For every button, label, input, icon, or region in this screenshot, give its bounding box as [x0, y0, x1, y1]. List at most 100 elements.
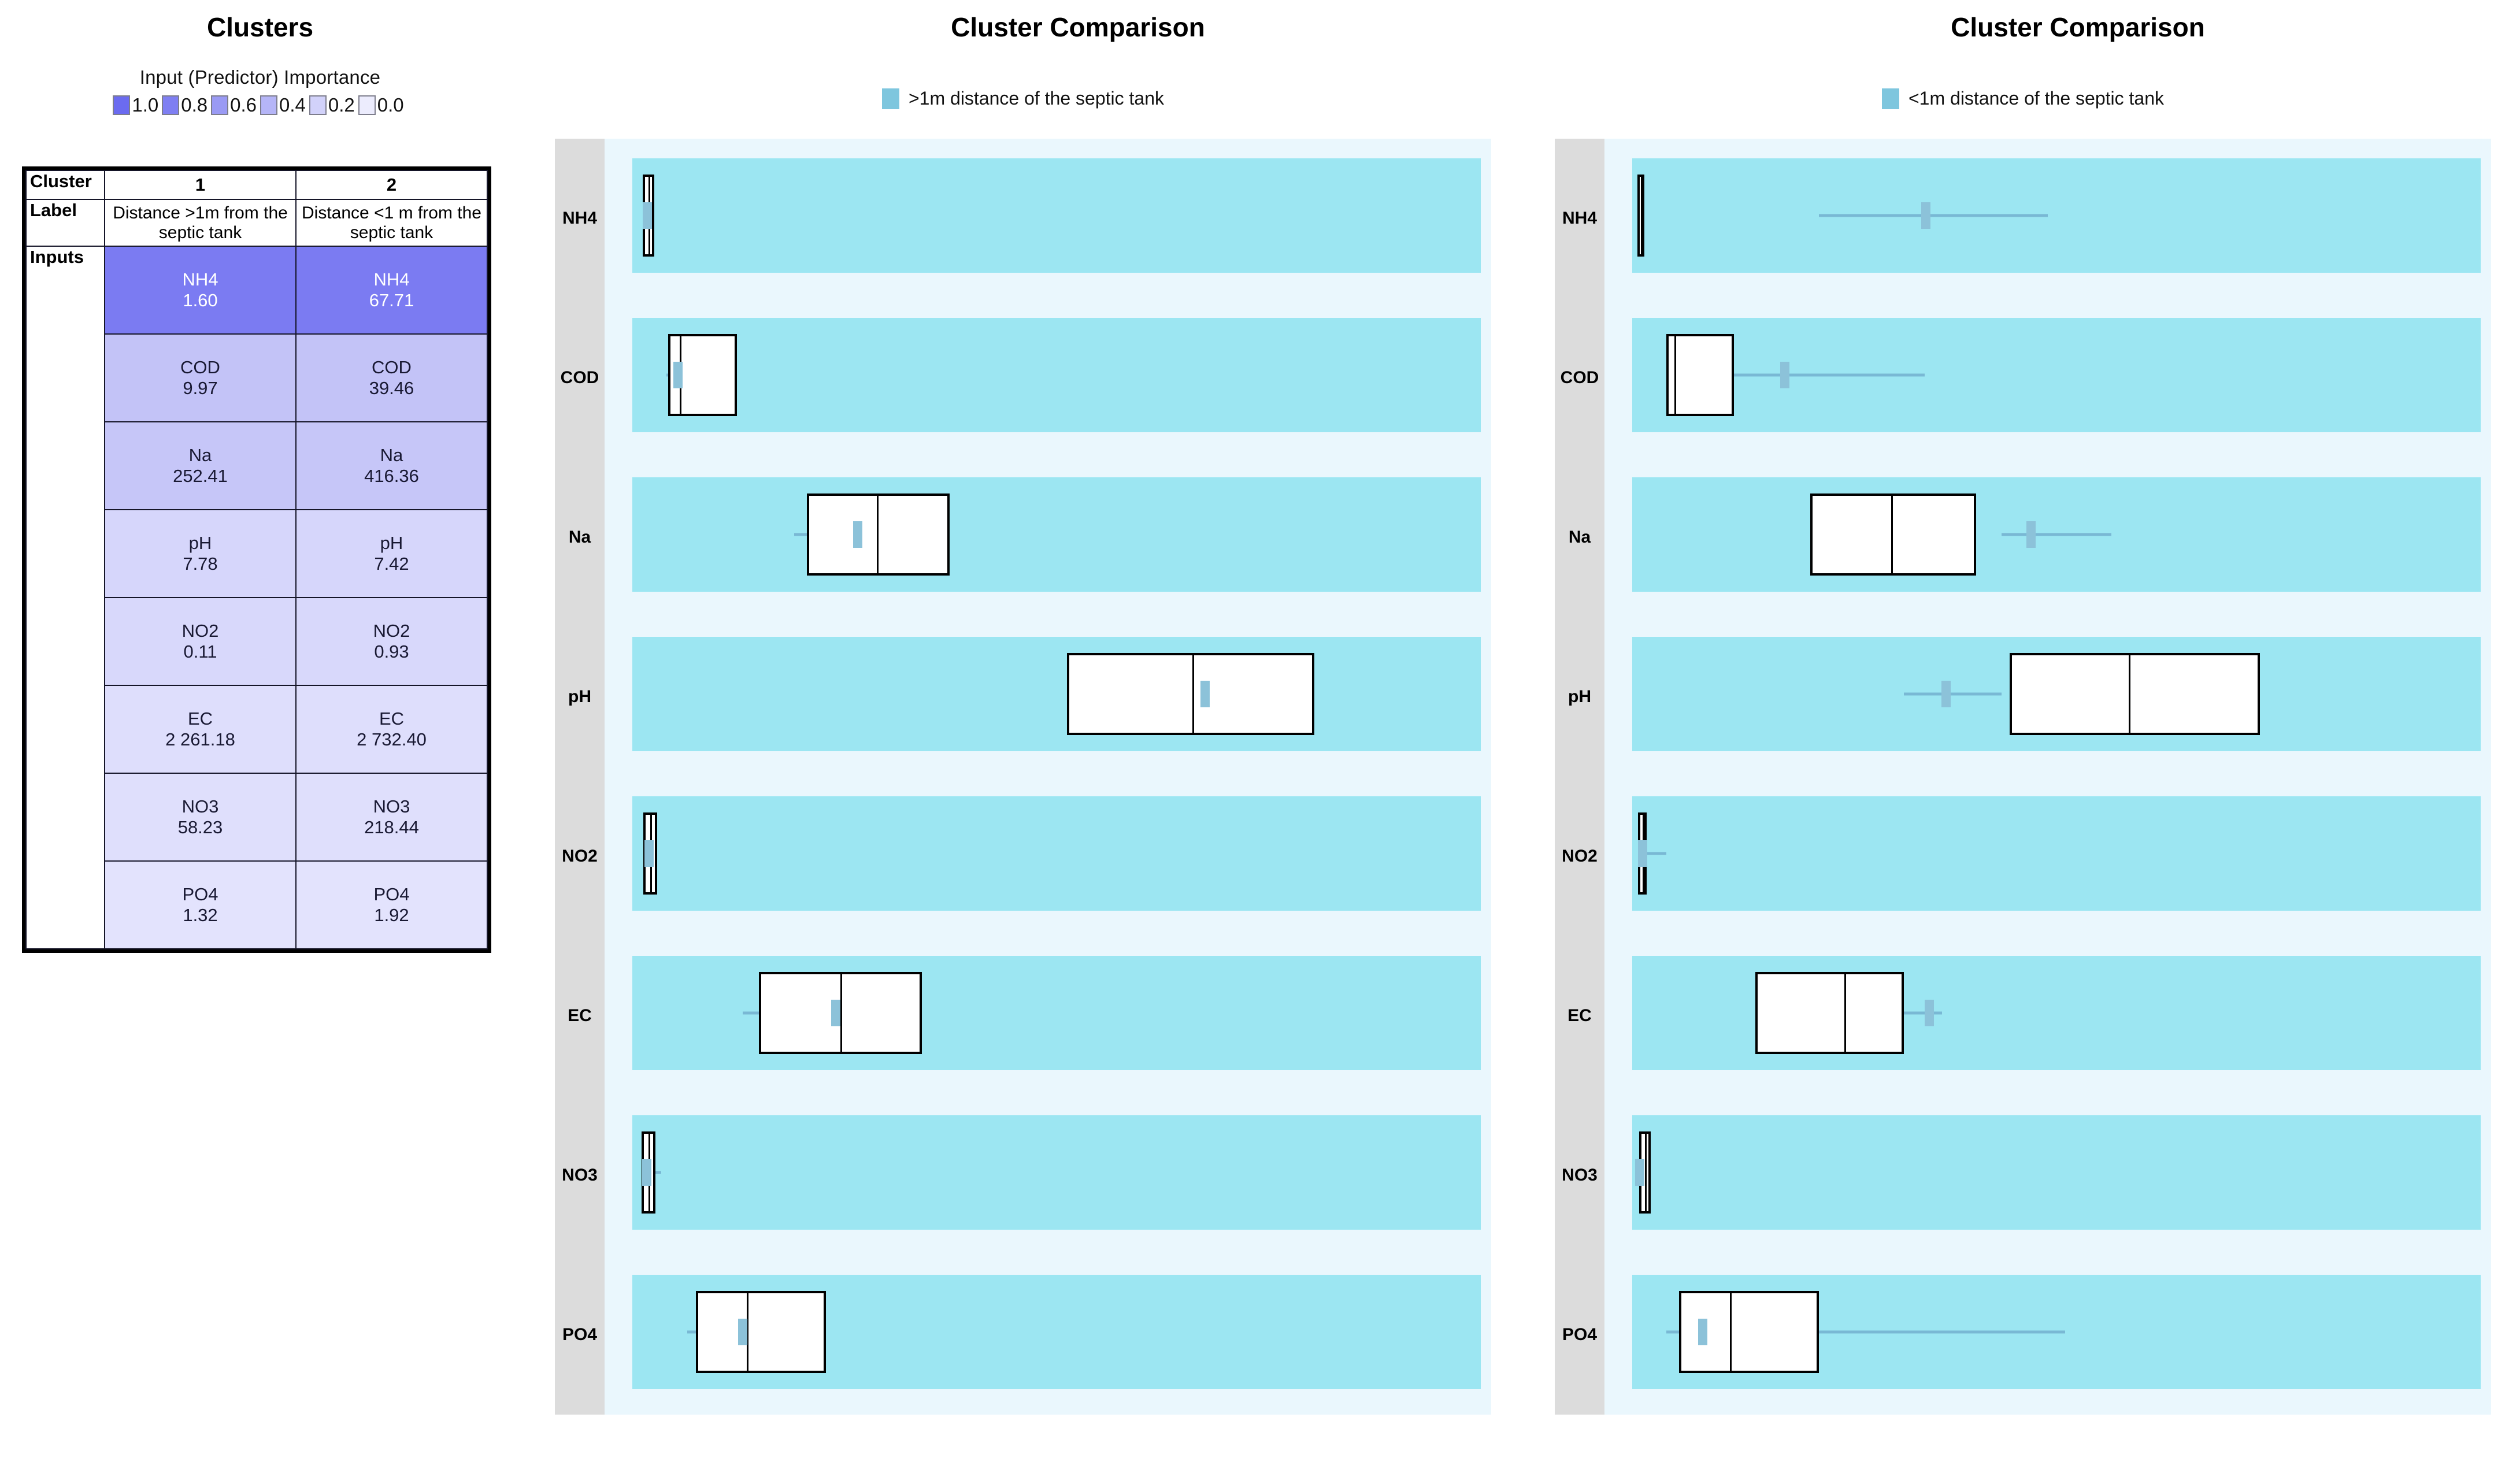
- input-value: 252.41: [173, 466, 228, 487]
- importance-swatch-icon: [211, 95, 229, 115]
- rowheader-cluster: Cluster: [25, 170, 105, 200]
- boxplot-median-line: [840, 971, 842, 1055]
- boxplot-band: [632, 318, 1481, 432]
- boxplot-mean-marker: [853, 521, 863, 548]
- chart-legend-left: >1m distance of the septic tank: [555, 88, 1491, 109]
- boxplot-category-label: NH4: [562, 209, 597, 228]
- boxplot-whisker: [1640, 852, 1666, 855]
- boxplot-band: [1632, 1275, 2481, 1389]
- boxplot-mean-marker: [642, 1159, 651, 1186]
- boxplot-category-label: COD: [1560, 368, 1599, 387]
- importance-value-label: 0.0: [377, 94, 404, 116]
- boxplot-band: [632, 637, 1481, 751]
- boxplot-mean-marker: [1698, 1319, 1707, 1345]
- input-value: 416.36: [364, 466, 419, 487]
- boxplot-median-line: [747, 1290, 749, 1374]
- boxplot-category-label: Na: [1568, 528, 1591, 547]
- input-name: NO2: [181, 620, 219, 641]
- importance-swatch-icon: [113, 95, 131, 115]
- rowheader-label: Label: [25, 198, 105, 247]
- boxplot-category-label: NH4: [1562, 209, 1597, 228]
- boxplot-category-label: NO2: [1562, 847, 1598, 866]
- importance-swatch-icon: [309, 95, 327, 115]
- boxplot-box: [1810, 493, 1976, 576]
- input-value: 67.71: [369, 290, 414, 311]
- input-name: NO3: [373, 796, 410, 817]
- boxplot-whisker: [1903, 692, 2002, 696]
- boxplot-box: [1666, 333, 1735, 417]
- boxplot-category-label: Na: [568, 528, 591, 547]
- boxplot-category-gutter: pH: [1555, 617, 1604, 777]
- boxplot-row-ec: EC: [1555, 936, 2491, 1100]
- boxplot-category-gutter: PO4: [1555, 1255, 1604, 1415]
- importance-legend-caption: Input (Predictor) Importance: [139, 66, 381, 88]
- input-name: pH: [380, 532, 403, 553]
- boxplot-whisker: [1725, 373, 1925, 377]
- boxplot-row-no3: NO3: [555, 1096, 1491, 1259]
- boxplot-category-gutter: Na: [1555, 458, 1604, 617]
- boxplot-plot-area: [1604, 936, 2491, 1096]
- boxplot-category-gutter: pH: [555, 617, 605, 777]
- boxplot-band: [1632, 956, 2481, 1070]
- boxplot-mean-marker: [643, 202, 653, 229]
- boxplot-row-na: Na: [555, 458, 1491, 621]
- clusters-panel-title: Clusters: [206, 12, 314, 42]
- boxplot-row-cod: COD: [1555, 298, 2491, 462]
- boxplot-band: [1632, 318, 2481, 432]
- boxplot-category-label: pH: [568, 687, 591, 706]
- legend-label: >1m distance of the septic tank: [908, 88, 1165, 109]
- boxplot-row-ec: EC: [555, 936, 1491, 1100]
- boxplot-mean-marker: [1200, 681, 1210, 707]
- boxplot-band: [1632, 158, 2481, 273]
- boxplot-category-label: EC: [1567, 1006, 1592, 1025]
- input-name: COD: [180, 357, 220, 377]
- importance-stop-0.8: 0.8: [162, 94, 211, 116]
- input-value: 1.32: [183, 905, 218, 926]
- boxplot-plot-area: [605, 1255, 1491, 1415]
- boxplot-mean-marker: [2026, 521, 2036, 548]
- boxplot-category-label: EC: [568, 1006, 592, 1025]
- cluster-2-label: Distance <1 m from the septic tank: [295, 198, 488, 247]
- boxplot-category-gutter: COD: [555, 298, 605, 458]
- boxplot-category-label: NO3: [1562, 1166, 1598, 1185]
- legend-color-swatch-icon: [1881, 88, 1899, 109]
- boxplot-band: [1632, 1115, 2481, 1230]
- boxplot-mean-marker: [1941, 681, 1951, 707]
- boxplot-plot-area: [1604, 777, 2491, 936]
- input-value: 7.78: [183, 554, 218, 574]
- boxplot-category-label: pH: [1568, 687, 1591, 706]
- boxplot-whisker: [1666, 1330, 2065, 1334]
- boxplot-category-gutter: EC: [555, 936, 605, 1096]
- boxplot-band: [1632, 477, 2481, 592]
- input-value: 218.44: [364, 817, 419, 838]
- boxplot-plot-area: [605, 458, 1491, 617]
- input-name: NO3: [181, 796, 219, 817]
- boxplot-row-po4: PO4: [555, 1255, 1491, 1415]
- importance-value-label: 0.6: [230, 94, 257, 116]
- boxplot-plot-area: [1604, 1096, 2491, 1255]
- importance-stop-0.6: 0.6: [211, 94, 260, 116]
- boxplot-mean-marker: [1924, 1000, 1934, 1026]
- boxplot-row-nh4: NH4: [555, 139, 1491, 302]
- importance-stop-0.0: 0.0: [358, 94, 407, 116]
- input-value: 2 261.18: [165, 729, 235, 750]
- boxplot-median-line: [2128, 652, 2130, 736]
- input-value: 58.23: [177, 817, 223, 838]
- boxplot-whisker: [1818, 214, 2048, 217]
- boxplot-mean-marker: [1637, 840, 1647, 867]
- boxplot-category-gutter: COD: [1555, 298, 1604, 458]
- boxplot-box: [696, 1290, 826, 1374]
- cluster-2-number: 2: [295, 170, 488, 200]
